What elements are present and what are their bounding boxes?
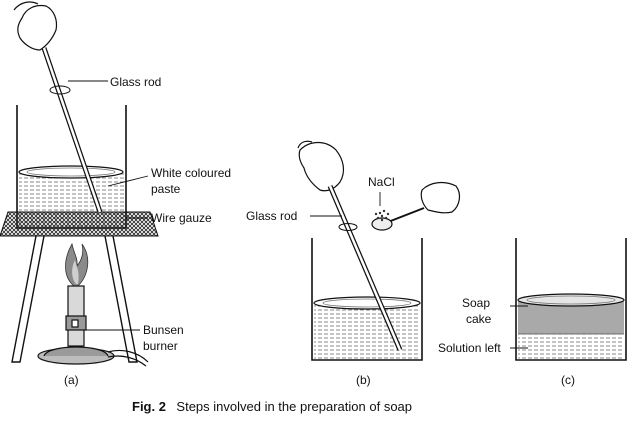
panel-c-soap-formed: Soap cake Solution left (c)	[438, 238, 627, 387]
glass-rod-label-a: Glass rod	[110, 75, 161, 89]
burner-label-line1: Bunsen	[143, 323, 184, 337]
wire-gauze	[0, 211, 159, 237]
nacl-grains	[374, 209, 390, 222]
caption-prefix: Fig. 2	[132, 399, 166, 414]
bunsen-burner	[37, 285, 149, 367]
panel-label-c: (c)	[561, 373, 575, 387]
nacl-label: NaCl	[368, 175, 395, 189]
solution-left	[518, 334, 624, 359]
glass-rod-label-b: Glass rod	[246, 209, 297, 223]
soap-cake	[517, 293, 625, 335]
soap-label-line1: Soap	[462, 296, 490, 310]
panel-a-heating-setup: Glass rod White coloured paste Wire gauz…	[0, 1, 231, 387]
paste-label-line1: White coloured	[151, 166, 231, 180]
tripod-stand	[11, 235, 138, 363]
flame	[65, 242, 89, 287]
hand-spoon	[420, 181, 461, 214]
caption-text: Steps involved in the preparation of soa…	[176, 399, 412, 414]
beaker-c	[515, 238, 627, 361]
figure-caption: Fig. 2 Steps involved in the preparation…	[132, 398, 412, 415]
paste-label-line2: paste	[151, 182, 181, 196]
wire-gauze-label: Wire gauze	[151, 211, 212, 225]
glass-rod-b	[327, 185, 403, 351]
glass-rod-a	[41, 47, 103, 213]
burner-label-line2: burner	[143, 339, 178, 353]
beaker-b	[311, 238, 423, 361]
hand-a	[17, 4, 58, 51]
panel-b-adding-salt: Glass rod NaCl (b)	[246, 140, 461, 387]
panel-label-b: (b)	[356, 373, 371, 387]
spoon	[371, 217, 393, 231]
soap-label-line2: cake	[466, 312, 492, 326]
solution-left-label: Solution left	[438, 341, 501, 355]
hand-b	[298, 141, 345, 192]
panel-label-a: (a)	[64, 373, 79, 387]
solution-b	[313, 296, 421, 359]
